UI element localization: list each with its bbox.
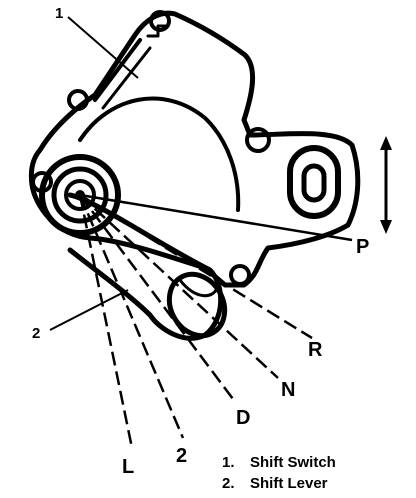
legend-label: Shift Switch (250, 454, 336, 471)
callout-1: 1 (55, 5, 63, 22)
position-P: P (356, 236, 369, 258)
legend-label: Shift Lever (250, 475, 328, 492)
line-R (79, 193, 313, 340)
position-D: D (236, 407, 250, 429)
callout-leaders (49, 16, 139, 331)
legend-item: 2. Shift Lever (222, 473, 336, 494)
position-N: N (281, 379, 295, 401)
movement-arrow (380, 136, 392, 234)
line-D (79, 194, 237, 404)
legend-number: 2. (222, 475, 235, 492)
position-L: L (122, 456, 134, 478)
legend-number: 1. (222, 454, 235, 471)
mounting-rivets (31, 10, 271, 286)
callout-2-bottom: 2 (176, 445, 187, 467)
line-L (78, 194, 134, 449)
line-P (79, 193, 353, 242)
adjustment-slot (287, 145, 341, 219)
position-lines (78, 193, 353, 449)
callout-2-left: 2 (32, 325, 40, 342)
legend: 1. Shift Switch 2. Shift Lever (222, 452, 336, 494)
shift-lever (67, 192, 228, 341)
line-2 (78, 194, 185, 439)
line-N (79, 194, 279, 379)
legend-item: 1. Shift Switch (222, 452, 336, 473)
position-R: R (308, 339, 323, 361)
